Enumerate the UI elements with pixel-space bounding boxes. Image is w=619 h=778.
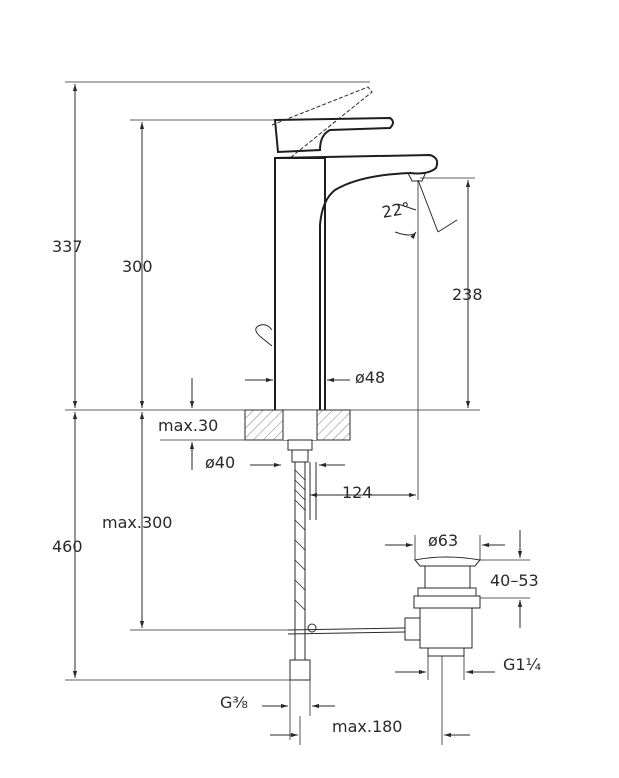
dim-max-offset: max.180: [332, 717, 402, 736]
dim-body-diameter: ø48: [355, 368, 385, 387]
waste-valve: [404, 556, 481, 657]
dim-angle: 22°: [380, 198, 411, 222]
countertop: [244, 409, 351, 441]
dim-reach: 124: [342, 483, 373, 502]
dimension-labels: 337 300 238 22° ø48 max.30 ø40 124 max.3…: [52, 198, 541, 736]
dim-max-counter: max.30: [158, 416, 218, 435]
dim-inlet-thread: G⅜: [220, 693, 248, 712]
dim-max-hose: max.300: [102, 513, 172, 532]
dim-below-counter: 460: [52, 537, 83, 556]
dim-waste-thread: G1¼: [503, 655, 541, 674]
dim-total-height: 337: [52, 237, 83, 256]
dim-spout-clearance: 238: [452, 285, 483, 304]
shank-and-hoses: [287, 439, 406, 681]
faucet-body: [255, 86, 439, 410]
dim-hole-diameter: ø40: [205, 453, 235, 472]
dimension-lines: [65, 81, 530, 745]
dim-spout-height: 300: [122, 257, 153, 276]
dim-waste-range: 40–53: [490, 571, 539, 590]
dim-waste-diameter: ø63: [428, 531, 458, 550]
